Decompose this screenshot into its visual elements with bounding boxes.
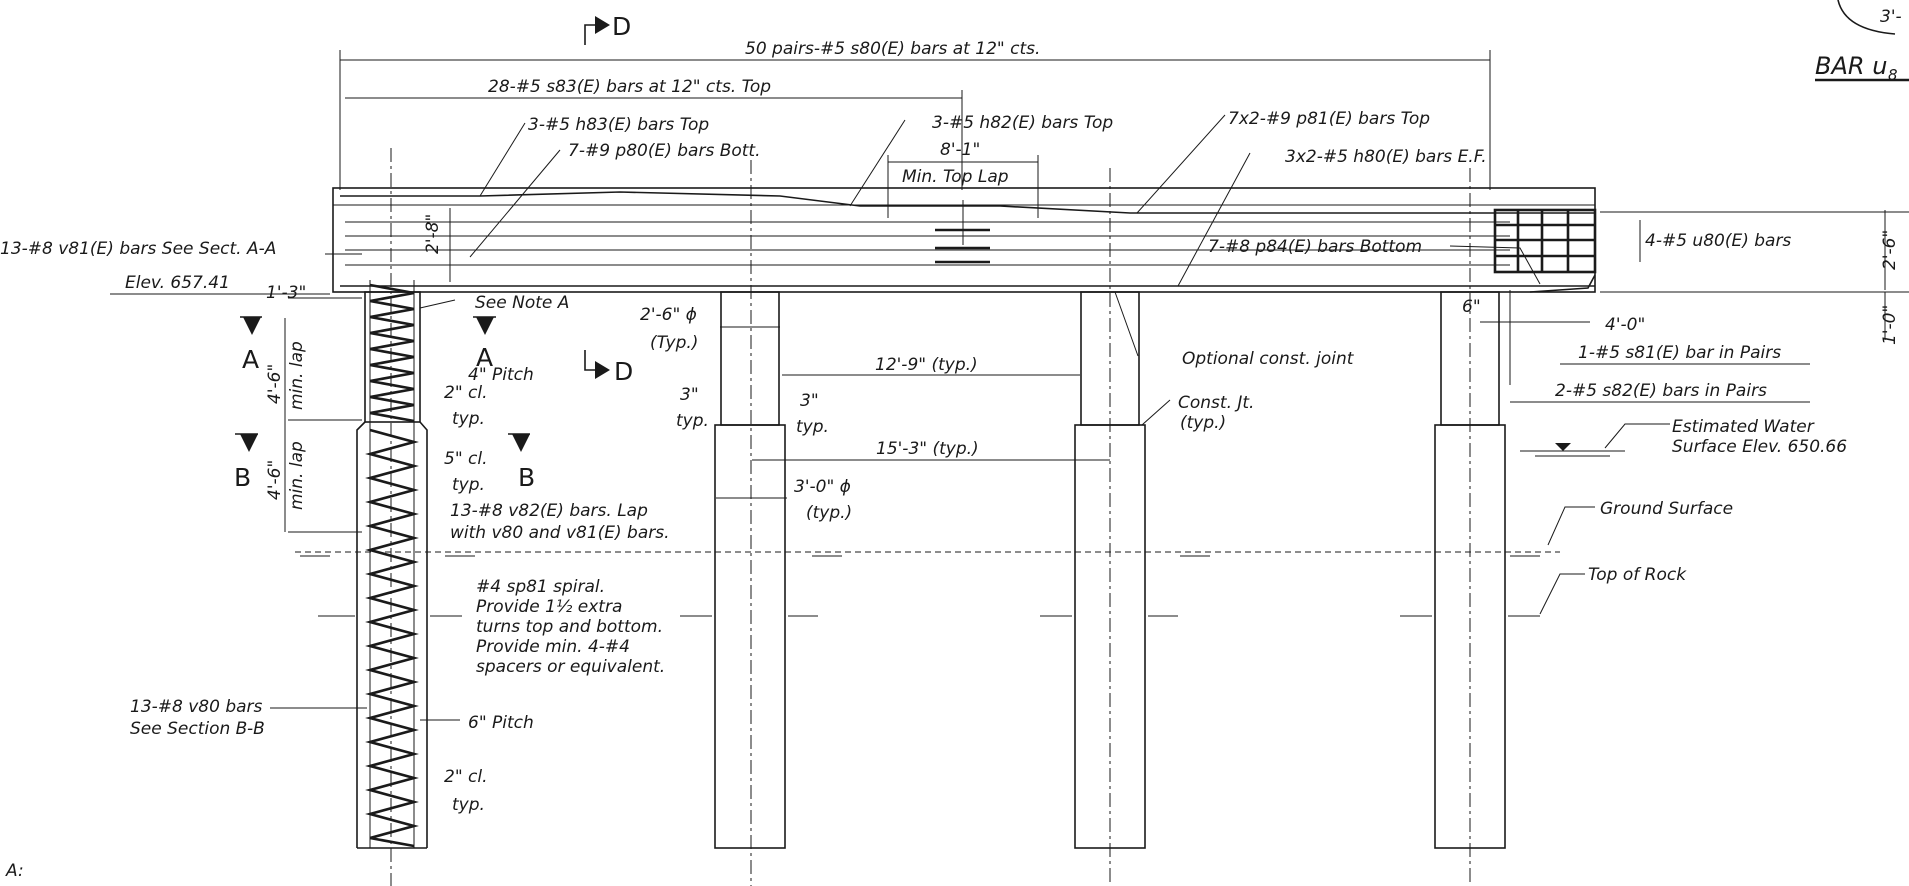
label-water-1: Estimated Water xyxy=(1672,417,1815,437)
corner-fragment: 3'- xyxy=(1880,7,1902,27)
column-2 xyxy=(714,160,786,886)
dim-5in-cl: 5" cl. xyxy=(444,449,488,469)
dim-5in-cl-typ: typ. xyxy=(452,475,485,495)
label-top-of-rock: Top of Rock xyxy=(1588,565,1687,585)
ground-line xyxy=(295,551,1560,557)
dim-lap-1: 4'-6" xyxy=(265,364,285,404)
label-s82: 2-#5 s82(E) bars in Pairs xyxy=(1555,381,1767,401)
label-v82-2: with v80 and v81(E) bars. xyxy=(450,523,670,543)
section-mark-d-top: D xyxy=(612,12,631,41)
label-const-jt: Const. Jt. xyxy=(1178,393,1254,413)
dim-step-left: 3" xyxy=(680,385,699,405)
label-spiral-4: Provide min. 4-#4 xyxy=(476,637,630,657)
dim-spacing-12-9: 12'-9" (typ.) xyxy=(875,355,978,375)
dim-column-dia-typ: (Typ.) xyxy=(650,333,698,353)
dim-step-right: 3" xyxy=(800,391,819,411)
cap-end-stirrup-grid xyxy=(1493,208,1597,274)
label-v80-1: 13-#8 v80 bars xyxy=(130,697,263,717)
dim-s83-top: 28-#5 s83(E) bars at 12" cts. Top xyxy=(488,77,771,97)
label-spiral-2: Provide 1½ extra xyxy=(476,597,622,617)
label-h82: 3-#5 h82(E) bars Top xyxy=(932,113,1113,133)
dimension-lines xyxy=(270,50,1909,721)
label-v81: 13-#8 v81(E) bars See Sect. A-A xyxy=(0,239,276,259)
label-s81: 1-#5 s81(E) bar in Pairs xyxy=(1578,343,1781,363)
dim-pairs-s80: 50 pairs-#5 s80(E) bars at 12" cts. xyxy=(745,39,1040,59)
dim-min-top-lap-length: 8'-1" xyxy=(940,140,980,160)
label-h83: 3-#5 h83(E) bars Top xyxy=(528,115,709,135)
label-p81: 7x2-#9 p81(E) bars Top xyxy=(1228,109,1430,129)
section-mark-b-left: B xyxy=(234,463,251,492)
spiral-lower xyxy=(365,428,419,848)
bar-table-title-sub: 8 xyxy=(1888,66,1898,84)
dim-step-left-typ: typ. xyxy=(676,411,709,431)
dim-step-right-typ: typ. xyxy=(796,417,829,437)
column-3 xyxy=(1074,168,1146,886)
dim-spacing-15-3: 15'-3" (typ.) xyxy=(876,439,979,459)
column-4 xyxy=(1434,168,1506,886)
dim-min-top-lap: Min. Top Lap xyxy=(902,167,1009,187)
label-p80: 7-#9 p80(E) bars Bott. xyxy=(568,141,761,161)
section-cut-markers xyxy=(235,16,610,452)
column-1 xyxy=(356,148,428,886)
water-surface-symbol xyxy=(1520,443,1625,457)
dim-six-in: 6" xyxy=(1462,297,1481,317)
label-see-note-a: See Note A xyxy=(475,293,569,313)
dim-2in-cl-bottom: 2" cl. xyxy=(444,767,488,787)
section-mark-a-right: A xyxy=(476,343,493,372)
label-v82-1: 13-#8 v82(E) bars. Lap xyxy=(450,501,648,521)
label-const-jt-typ: (typ.) xyxy=(1180,413,1226,433)
label-water-2: Surface Elev. 650.66 xyxy=(1672,437,1847,457)
dim-column-dia: 2'-6" ϕ xyxy=(640,305,697,325)
label-h80: 3x2-#5 h80(E) bars E.F. xyxy=(1285,147,1487,167)
title-circle-fragment xyxy=(1837,0,1896,35)
dim-shaft-dia-typ: (typ.) xyxy=(806,503,852,523)
dim-lap-1-label: min. lap xyxy=(287,341,307,410)
dim-right-2-6: 2'-6" xyxy=(1880,230,1900,270)
dim-cap-depth: 2'-8" xyxy=(423,214,443,254)
pier-cap xyxy=(332,187,1597,293)
label-spiral-1: #4 sp81 spiral. xyxy=(476,577,605,597)
dim-overhang-left: 1'-3" xyxy=(266,283,306,303)
dim-6in-pitch: 6" Pitch xyxy=(468,713,534,733)
dim-right-1-0: 1'-0" xyxy=(1880,305,1900,345)
label-ground-surface: Ground Surface xyxy=(1600,499,1733,519)
dim-2in-cl-top-typ: typ. xyxy=(452,409,485,429)
dim-4in-pitch: 4" Pitch xyxy=(468,365,534,385)
bar-table-title: BAR u xyxy=(1815,52,1887,80)
dim-four-ft: 4'-0" xyxy=(1605,315,1645,335)
label-p84: 7-#8 p84(E) bars Bottom xyxy=(1208,237,1422,257)
label-elevation: Elev. 657.41 xyxy=(125,273,230,293)
section-mark-d-mid: D xyxy=(614,357,633,386)
label-v80-2: See Section B-B xyxy=(130,719,265,739)
section-mark-a-left: A xyxy=(242,345,259,374)
label-spiral-3: turns top and bottom. xyxy=(476,617,663,637)
dim-lap-2-label: min. lap xyxy=(287,441,307,510)
footer-fragment: A: xyxy=(5,861,24,881)
dim-2in-cl-bottom-typ: typ. xyxy=(452,795,485,815)
annotations: D D A A B B BAR u 8 3'- A: 50 pairs-#5 s… xyxy=(0,7,1902,881)
dim-shaft-dia: 3'-0" ϕ xyxy=(794,477,851,497)
spiral-upper xyxy=(369,283,415,423)
label-optional-joint: Optional const. joint xyxy=(1182,349,1355,369)
label-u80: 4-#5 u80(E) bars xyxy=(1645,231,1791,251)
label-spiral-5: spacers or equivalent. xyxy=(476,657,665,677)
dim-2in-cl-top: 2" cl. xyxy=(444,383,488,403)
section-mark-b-right: B xyxy=(518,463,535,492)
dim-lap-2: 4'-6" xyxy=(265,460,285,500)
